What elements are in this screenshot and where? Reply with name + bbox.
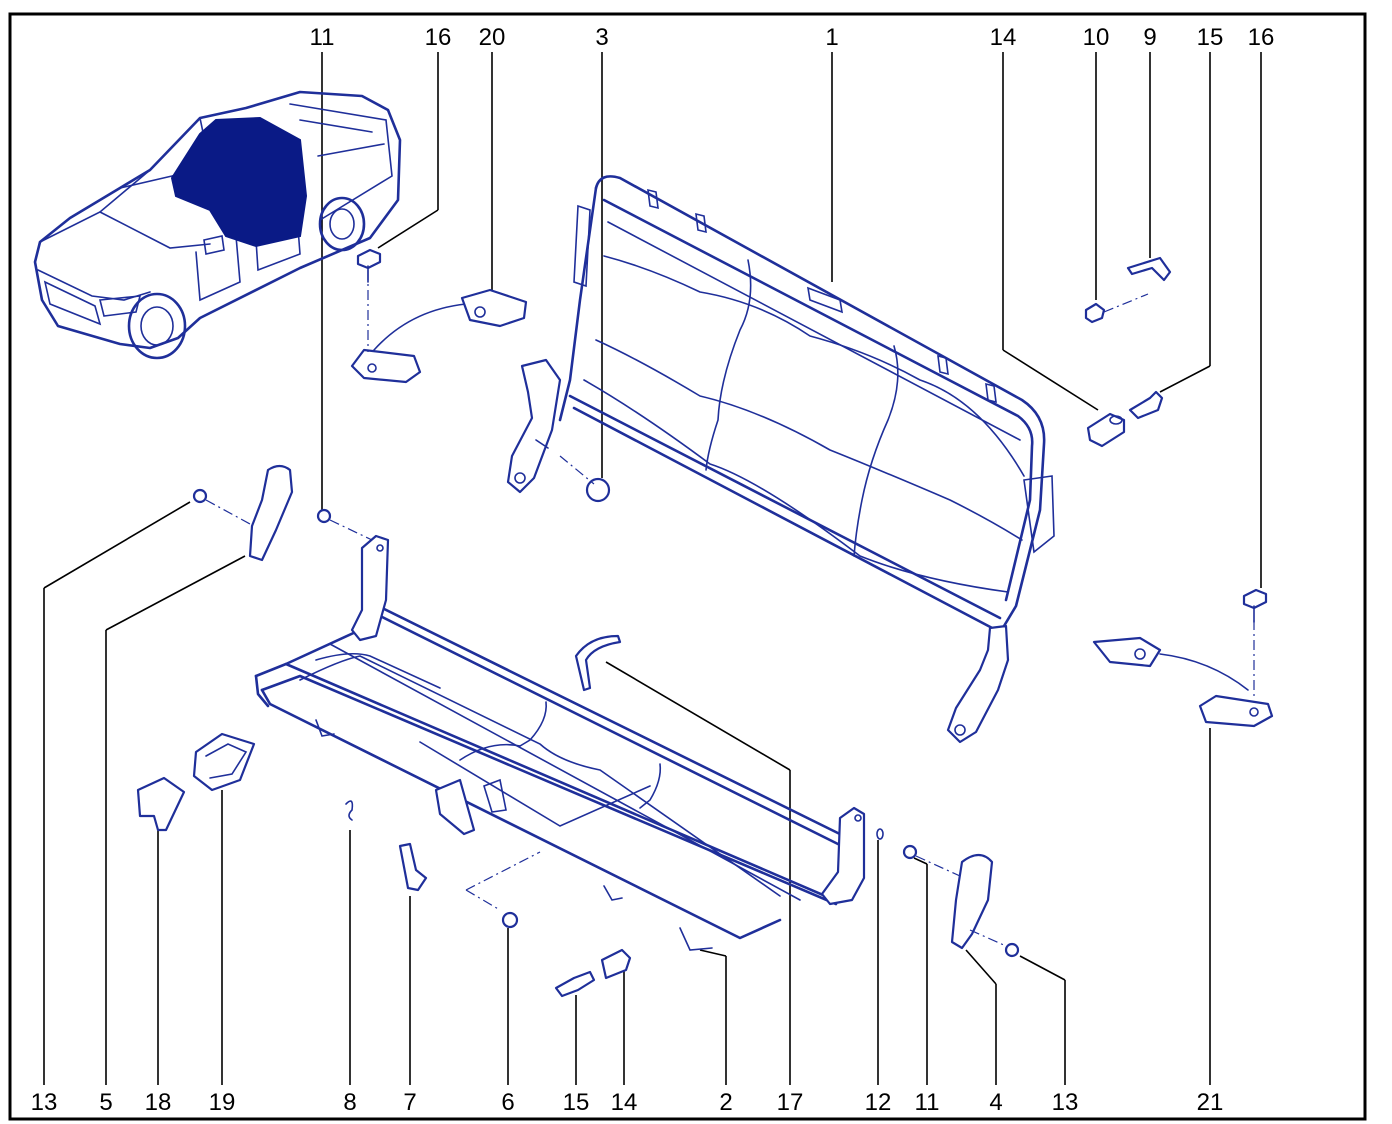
nut-13-left <box>192 488 251 525</box>
bolt-16-right <box>1242 588 1268 623</box>
bracket-19 <box>192 732 256 792</box>
nut-13-right <box>969 929 1020 958</box>
diagram-frame <box>8 12 1367 1121</box>
clip-8 <box>345 800 354 821</box>
label-14-top: 14 <box>990 24 1017 51</box>
bolt-10 <box>1084 293 1149 324</box>
clip-9 <box>1126 256 1172 282</box>
seat-back-frame <box>506 175 1055 744</box>
seat-cushion-frame <box>254 534 866 951</box>
nut-11-right <box>902 844 961 877</box>
label-12: 12 <box>865 1089 892 1116</box>
hinge-bracket-21 <box>1092 620 1274 728</box>
label-15-bottom: 15 <box>563 1089 590 1116</box>
label-7: 7 <box>403 1089 416 1116</box>
trim-17 <box>574 634 622 692</box>
washer-6 <box>501 911 519 929</box>
label-18: 18 <box>145 1089 172 1116</box>
bushing-14-top <box>1086 412 1126 448</box>
label-14-bottom: 14 <box>611 1089 638 1116</box>
label-20: 20 <box>479 24 506 51</box>
bolt-15-top <box>1128 390 1164 420</box>
bolt-16-left <box>356 248 382 283</box>
label-8: 8 <box>343 1089 356 1116</box>
cover-18 <box>136 776 186 832</box>
hinge-bracket-20 <box>350 270 528 384</box>
label-1: 1 <box>825 24 838 51</box>
cover-4 <box>950 853 994 950</box>
label-4: 4 <box>989 1089 1002 1116</box>
label-5: 5 <box>99 1089 112 1116</box>
leader-lines <box>43 52 1262 1085</box>
bushing-14-bottom <box>600 948 632 980</box>
pivot-bushing-3 <box>585 477 611 503</box>
bolt-15-bottom <box>554 970 596 998</box>
label-10: 10 <box>1083 24 1110 51</box>
label-17: 17 <box>777 1089 804 1116</box>
label-16-top-left: 16 <box>425 24 452 51</box>
label-6: 6 <box>501 1089 514 1116</box>
label-2: 2 <box>719 1089 732 1116</box>
clip-7 <box>398 842 428 892</box>
label-9: 9 <box>1143 24 1156 51</box>
label-13-bottom-right: 13 <box>1052 1089 1079 1116</box>
highlighted-rear-seat <box>170 116 308 248</box>
label-11-bottom: 11 <box>915 1089 940 1116</box>
label-21: 21 <box>1197 1089 1224 1116</box>
nut-11-left <box>316 508 373 541</box>
label-13-bottom-left: 13 <box>31 1089 58 1116</box>
label-3: 3 <box>595 24 608 51</box>
pickup-truck-illustration <box>33 90 402 360</box>
label-11-top: 11 <box>310 24 335 51</box>
label-19: 19 <box>209 1089 236 1116</box>
label-16-top-right: 16 <box>1248 24 1275 51</box>
washer-12 <box>876 828 884 840</box>
label-15-top: 15 <box>1197 24 1224 51</box>
cover-5 <box>248 464 294 562</box>
